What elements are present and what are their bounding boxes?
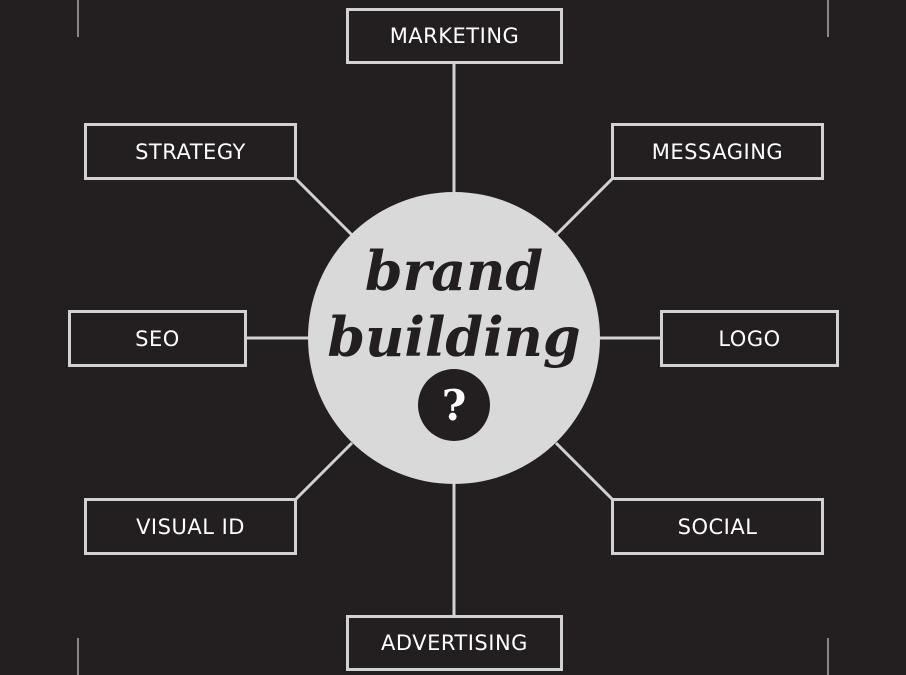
connector-messaging bbox=[554, 177, 614, 237]
node-visual-id: VISUAL ID bbox=[84, 498, 297, 555]
question-mark-icon: ? bbox=[418, 369, 490, 441]
connector-social bbox=[554, 441, 614, 501]
node-advertising: ADVERTISING bbox=[346, 615, 563, 671]
node-marketing: MARKETING bbox=[346, 8, 563, 64]
node-strategy: STRATEGY bbox=[84, 123, 297, 180]
node-logo: LOGO bbox=[660, 310, 839, 367]
connector-strategy bbox=[294, 177, 354, 237]
node-messaging: MESSAGING bbox=[611, 123, 824, 180]
hub-title-line1: brand bbox=[364, 239, 544, 303]
hub-title-line2: building bbox=[327, 305, 581, 369]
node-social: SOCIAL bbox=[611, 498, 824, 555]
connector-visual-id bbox=[294, 441, 354, 501]
hub-circle bbox=[308, 192, 600, 484]
node-seo: SEO bbox=[68, 310, 247, 367]
